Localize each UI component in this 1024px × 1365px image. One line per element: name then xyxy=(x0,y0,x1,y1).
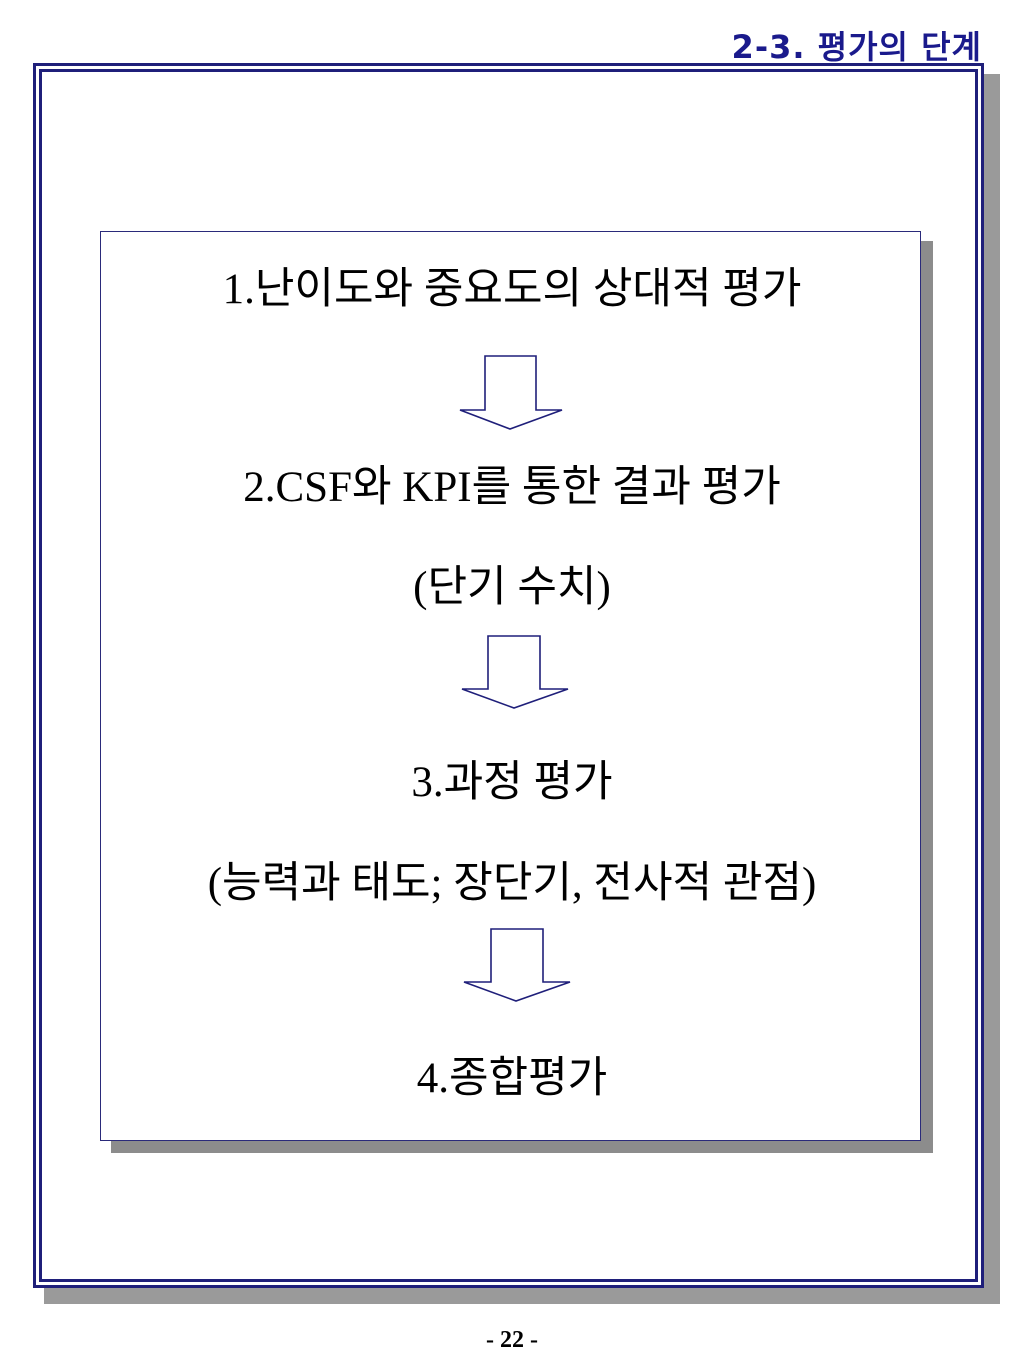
page-title: 2-3. 평가의 단계 xyxy=(731,28,982,66)
step-2-label: 2.CSF와 KPI를 통한 결과 평가 xyxy=(243,464,781,511)
step-2-sublabel: (단기 수치) xyxy=(413,564,611,611)
step-4-label: 4.종합평가 xyxy=(416,1055,608,1102)
down-arrow-icon xyxy=(463,928,571,1002)
down-arrow-icon xyxy=(459,355,563,430)
page-number: - 22 - xyxy=(486,1327,538,1353)
down-arrow-icon xyxy=(461,635,569,709)
step-1-label: 1.난이도와 중요도의 상대적 평가 xyxy=(222,266,802,313)
step-3-sublabel: (능력과 태도; 장단기, 전사적 관점) xyxy=(207,860,817,907)
outer-frame-inner-border xyxy=(39,69,978,1282)
step-3-label: 3.과정 평가 xyxy=(411,759,613,806)
